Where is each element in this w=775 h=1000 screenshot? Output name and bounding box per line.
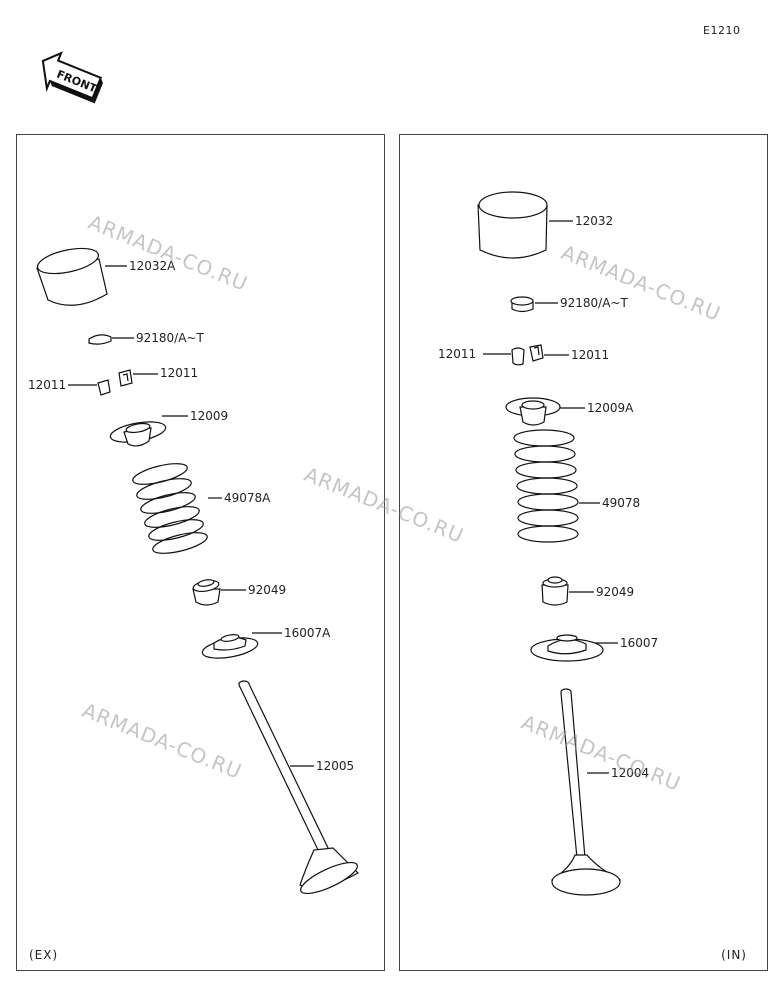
ex-seal-label: 92049	[248, 583, 286, 597]
panel-exhaust: (EX)	[16, 134, 385, 971]
in-shim-label: 92180/A~T	[560, 296, 628, 310]
in-valve-part[interactable]	[550, 688, 622, 896]
in-spring-part[interactable]	[513, 429, 579, 543]
in-lifter-part[interactable]	[477, 191, 548, 259]
page-code: E1210	[703, 24, 741, 37]
panel-tag-ex: (EX)	[29, 948, 59, 962]
in-spring-label: 49078	[602, 496, 640, 510]
ex-spring-part[interactable]	[131, 459, 209, 557]
ex-lifter-part[interactable]	[35, 244, 108, 306]
ex-valve-label: 12005	[316, 759, 354, 773]
ex-shim-label: 92180/A~T	[136, 331, 204, 345]
panel-intake: (IN)	[399, 134, 768, 971]
in-lifter-label: 12032	[575, 214, 613, 228]
in-spring-seat-part[interactable]	[530, 634, 604, 662]
ex-cotter-left-label: 12011	[28, 378, 66, 392]
ex-cotter-right-label: 12011	[160, 366, 198, 380]
front-arrow-icon: FRONT	[41, 51, 103, 104]
ex-spring-seat-part[interactable]	[201, 633, 259, 661]
in-seal-label: 92049	[596, 585, 634, 599]
ex-valve-part[interactable]	[238, 680, 361, 899]
panel-tag-in: (IN)	[721, 948, 747, 962]
ex-lifter-label: 12032A	[129, 259, 176, 273]
in-shim-part[interactable]	[510, 296, 534, 313]
ex-spring-label: 49078A	[224, 491, 271, 505]
ex-seal-part[interactable]	[192, 579, 221, 606]
ex-cotter-part[interactable]	[97, 369, 133, 396]
in-retainer-part[interactable]	[505, 397, 561, 426]
in-seal-part[interactable]	[541, 576, 569, 606]
in-cotter-left-label: 12011	[438, 347, 476, 361]
in-cotter-part[interactable]	[511, 344, 544, 366]
ex-retainer-label: 12009	[190, 409, 228, 423]
ex-retainer-part[interactable]	[109, 418, 167, 447]
in-spring-seat-label: 16007	[620, 636, 658, 650]
ex-shim-part[interactable]	[88, 334, 112, 345]
in-cotter-right-label: 12011	[571, 348, 609, 362]
in-valve-label: 12004	[611, 766, 649, 780]
ex-spring-seat-label: 16007A	[284, 626, 331, 640]
in-retainer-label: 12009A	[587, 401, 634, 415]
